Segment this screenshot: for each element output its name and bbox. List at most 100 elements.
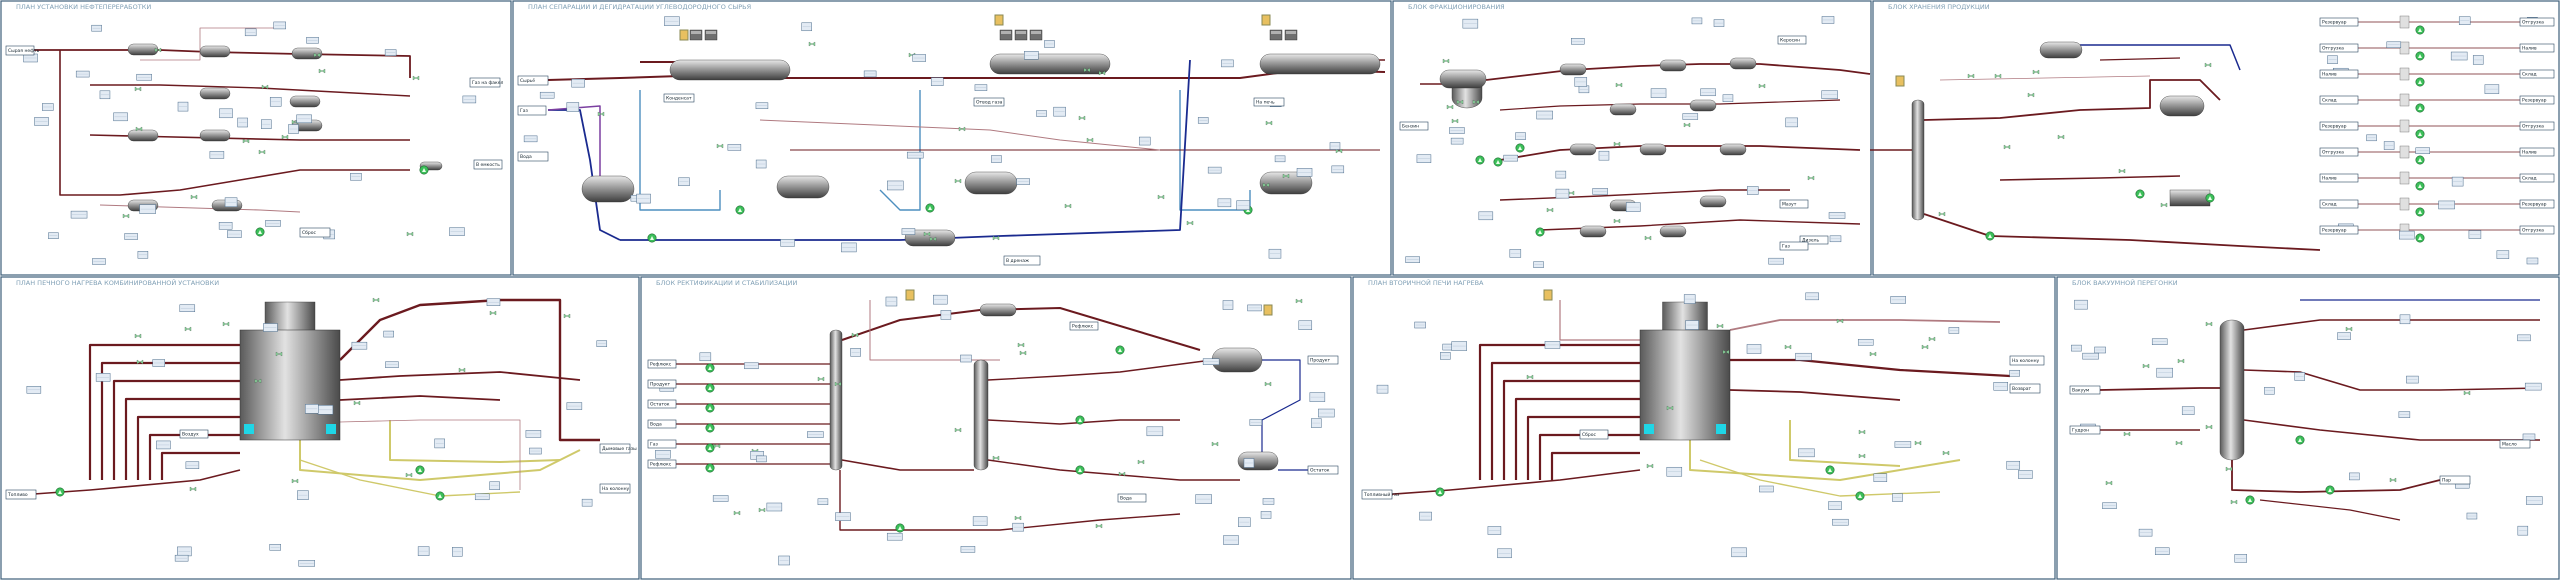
valve-icon	[134, 333, 142, 339]
pipe-line	[547, 75, 681, 81]
horizontal-vessel	[1719, 143, 1747, 156]
stream-label-box	[5, 489, 37, 500]
stream-label: На колонну	[602, 486, 630, 492]
valve-icon	[2118, 168, 2126, 174]
pipe-line	[548, 109, 621, 241]
stream-label-box	[599, 483, 631, 494]
pipe-line	[1490, 361, 1640, 480]
valve-icon	[1807, 175, 1815, 181]
flare-icon	[1543, 289, 1553, 301]
valve-icon	[122, 213, 130, 219]
flare-icon	[1263, 304, 1273, 316]
valve-icon	[184, 326, 192, 332]
stream-label-box	[2009, 383, 2041, 394]
pipe-line	[639, 90, 721, 211]
storage-tank	[2399, 119, 2410, 133]
valve-icon	[1758, 83, 1766, 89]
stream-label: Конденсат	[666, 96, 692, 102]
horizontal-vessel	[1569, 143, 1597, 156]
flare-icon	[994, 14, 1004, 26]
stream-label-box	[1399, 121, 1429, 131]
stream-label: Вода	[650, 422, 662, 428]
storage-tank	[2399, 145, 2410, 159]
stabilizer-column	[1911, 99, 1925, 221]
valve-icon	[281, 134, 289, 140]
valve-icon	[2160, 202, 2168, 208]
furnace-body	[239, 329, 341, 441]
pump-arrow-icon	[928, 206, 932, 210]
stream-label-box	[2519, 121, 2555, 131]
stream-label-box	[473, 159, 503, 170]
valve-icon	[1262, 182, 1270, 188]
stream-label-box	[2519, 225, 2555, 235]
pipe-line	[1923, 79, 2221, 121]
pipe-line	[89, 134, 410, 141]
horizontal-vessel	[1639, 143, 1667, 156]
pipe-line	[339, 371, 581, 381]
storage-tank	[2399, 171, 2410, 185]
valve-icon	[2389, 477, 2397, 483]
inlet-drum	[581, 175, 635, 203]
stream-label: Газ	[650, 442, 659, 448]
stream-label: Вода	[1120, 496, 1132, 502]
reflux-drum	[1211, 347, 1263, 373]
pump-arrow-icon	[2418, 132, 2422, 136]
horizontal-vessel	[199, 129, 231, 142]
valve-icon	[2225, 466, 2233, 472]
settler-drum	[964, 171, 1018, 195]
flare-icon	[905, 289, 915, 301]
pump-arrow-icon	[2418, 158, 2422, 162]
valve-icon	[2142, 363, 2150, 369]
valve-icon	[733, 510, 741, 516]
storage-tank	[2399, 15, 2410, 29]
pipe-line	[136, 415, 240, 480]
separator-drum	[1259, 53, 1381, 75]
stream-label-box	[1253, 97, 1285, 107]
stream-label-box	[2319, 69, 2359, 79]
stream-label-box	[1779, 241, 1809, 251]
stream-label: Вода	[520, 154, 532, 160]
pipe-line	[148, 433, 240, 480]
pump-arrow-icon	[2418, 184, 2422, 188]
valve-icon	[291, 478, 299, 484]
stream-label: Рефлюкс	[650, 362, 672, 368]
valve-icon	[808, 41, 816, 47]
pump-arrow-icon	[708, 386, 712, 390]
pipe-line	[1729, 319, 2001, 331]
valve-icon	[1137, 459, 1145, 465]
pump-arrow-icon	[1858, 494, 1862, 498]
stream-label-box	[647, 399, 677, 409]
valve-icon	[1265, 120, 1273, 126]
valve-icon	[412, 75, 420, 81]
stream-label-box	[2519, 173, 2555, 183]
stream-label-box	[2519, 199, 2555, 209]
panel-frame	[640, 276, 1352, 580]
pump-arrow-icon	[738, 208, 742, 212]
air-cooler	[999, 29, 1013, 41]
pipe-line	[1502, 379, 1640, 480]
pipe-line	[1789, 420, 1901, 467]
pump-arrow-icon	[2298, 438, 2302, 442]
panel-frame	[512, 0, 1392, 276]
valve-icon	[954, 178, 962, 184]
air-cooler-fan	[706, 31, 716, 34]
valve-icon	[313, 52, 321, 58]
burner-icon	[1644, 424, 1654, 434]
pump-arrow-icon	[650, 236, 654, 240]
stream-label: Сброс	[302, 230, 317, 236]
pipe-line	[19, 469, 241, 496]
valve-icon	[1456, 99, 1464, 105]
stream-label: Сырьё	[520, 78, 535, 84]
stream-label-box	[647, 419, 677, 429]
stream-label: Газ на факел	[472, 80, 504, 86]
valve-icon	[1644, 235, 1652, 241]
stream-label-box	[2519, 17, 2555, 27]
stream-label: Бензин	[1402, 124, 1419, 130]
furnace-stack	[1662, 301, 1708, 333]
stream-label: Сырая нефть	[8, 48, 40, 54]
pipe-line	[1689, 440, 1961, 481]
stream-label: Газ	[1782, 244, 1791, 250]
valve-icon	[1858, 453, 1866, 459]
stream-label: Отгрузка	[2522, 124, 2544, 130]
pipe-line	[88, 343, 240, 480]
